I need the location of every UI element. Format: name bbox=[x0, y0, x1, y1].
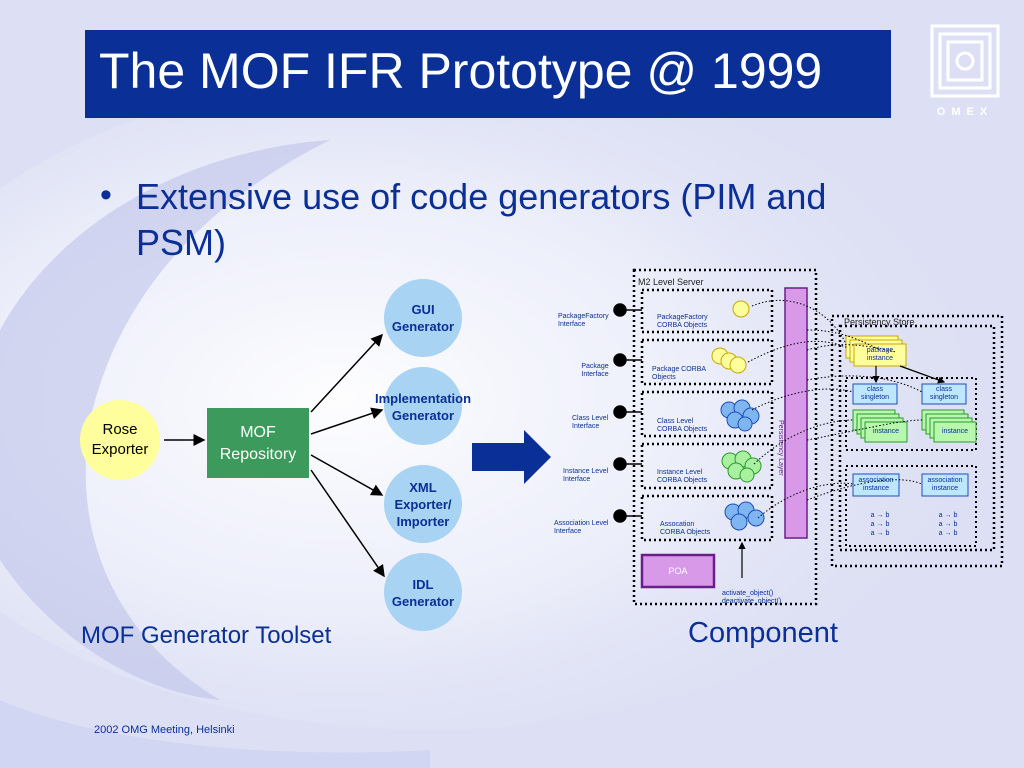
persistency-store-title: Persistency Store bbox=[844, 317, 915, 327]
instance-objects-icon bbox=[721, 450, 762, 483]
interface-label: Association Level Interface bbox=[554, 520, 609, 535]
interface-lollipops bbox=[613, 303, 642, 523]
gui-generator-node bbox=[384, 279, 462, 357]
poa-call-deactivate: deactivate_object() bbox=[722, 598, 782, 605]
association-instance-left bbox=[852, 473, 900, 497]
mof-repository-label: MOF Repository bbox=[219, 424, 297, 463]
slide-footer: 2002 OMG Meeting, Helsinki bbox=[94, 724, 235, 736]
package-instance-label: package instance bbox=[866, 347, 894, 362]
bullet-text: Extensive use of code generators (PIM an… bbox=[136, 176, 827, 263]
association-instance-label: association instance bbox=[858, 477, 894, 492]
m2-server-title: M2 Level Server bbox=[638, 277, 704, 287]
interface-label: Package Interface bbox=[581, 363, 609, 378]
persistency-layer-label: Persistency Layer bbox=[777, 420, 784, 476]
rose-exporter-label: Rose Exporter bbox=[91, 421, 149, 458]
corba-objects-label: Package CORBA Objects bbox=[652, 366, 706, 381]
class-singleton-left bbox=[852, 383, 898, 405]
bullet-dot-icon: • bbox=[100, 176, 112, 214]
link-entry: a → b bbox=[938, 530, 958, 537]
link-entry: a → b bbox=[938, 521, 958, 528]
package-to-class-right-arrow bbox=[899, 365, 946, 384]
class-singleton-label: class singleton bbox=[929, 386, 959, 401]
repository-to-xml-arrow bbox=[310, 454, 384, 496]
omex-logo: OMEX bbox=[920, 22, 1010, 122]
package-instance-stack bbox=[845, 335, 907, 367]
package-objects-icon bbox=[711, 347, 747, 374]
persistency-store-box bbox=[830, 314, 1004, 568]
toolset-caption: MOF Generator Toolset bbox=[81, 622, 332, 649]
persistency-layer-bar bbox=[784, 287, 808, 539]
instance-stack-right bbox=[921, 409, 977, 443]
poa-box bbox=[640, 553, 716, 589]
persistency-store-inner-box bbox=[838, 324, 996, 552]
corba-objects-label: Class Level CORBA Objects bbox=[657, 418, 708, 433]
interface-label: Instance Level Interface bbox=[563, 468, 609, 483]
corba-row-boxes bbox=[640, 288, 774, 542]
title-bar: The MOF IFR Prototype @ 1999 bbox=[85, 30, 891, 118]
association-instance-right bbox=[921, 473, 969, 497]
component-caption: Component bbox=[688, 617, 838, 649]
implementation-generator-node bbox=[384, 367, 462, 445]
slide-title: The MOF IFR Prototype @ 1999 bbox=[99, 43, 823, 99]
corba-objects-label: Assocation CORBA Objects bbox=[660, 521, 711, 536]
association-objects-icon bbox=[724, 501, 765, 531]
instance-stack-left bbox=[852, 409, 908, 443]
corba-objects-label: PackageFactory CORBA Objects bbox=[657, 314, 708, 329]
instance-label: instance bbox=[941, 428, 969, 435]
association-group-box bbox=[845, 465, 977, 547]
mof-repository-node bbox=[207, 408, 309, 478]
link-entry: a → b bbox=[870, 530, 890, 537]
poa-label: POA bbox=[668, 566, 688, 576]
interface-label: Class Level Interface bbox=[572, 415, 609, 430]
class-singleton-label: class singleton bbox=[860, 386, 890, 401]
link-entry: a → b bbox=[870, 512, 890, 519]
transition-arrow-icon bbox=[472, 430, 551, 484]
logo-text: OMEX bbox=[936, 106, 994, 118]
idl-generator-node bbox=[384, 553, 462, 631]
repository-to-implementation-arrow bbox=[310, 407, 384, 435]
interface-label: PackageFactory Interface bbox=[558, 313, 609, 328]
poa-call-activate: activate_object() bbox=[722, 590, 774, 597]
association-instance-label: association instance bbox=[927, 477, 963, 492]
corba-objects-label: Instance Level CORBA Objects bbox=[657, 469, 708, 484]
persistency-links bbox=[747, 299, 923, 519]
omex-logo-icon bbox=[930, 24, 1000, 98]
rose-exporter-node bbox=[80, 400, 160, 480]
class-singleton-right bbox=[921, 383, 967, 405]
instance-label: instance bbox=[872, 428, 900, 435]
link-entry: a → b bbox=[938, 512, 958, 519]
link-entry: a → b bbox=[870, 521, 890, 528]
m2-server-box bbox=[632, 268, 818, 606]
xml-exporter-node bbox=[384, 465, 462, 543]
repository-to-idl-arrow bbox=[310, 469, 385, 578]
class-group-box bbox=[845, 377, 977, 451]
packagefactory-object-icon bbox=[732, 300, 750, 318]
repository-to-gui-arrow bbox=[310, 333, 384, 413]
class-objects-icon bbox=[720, 399, 760, 432]
